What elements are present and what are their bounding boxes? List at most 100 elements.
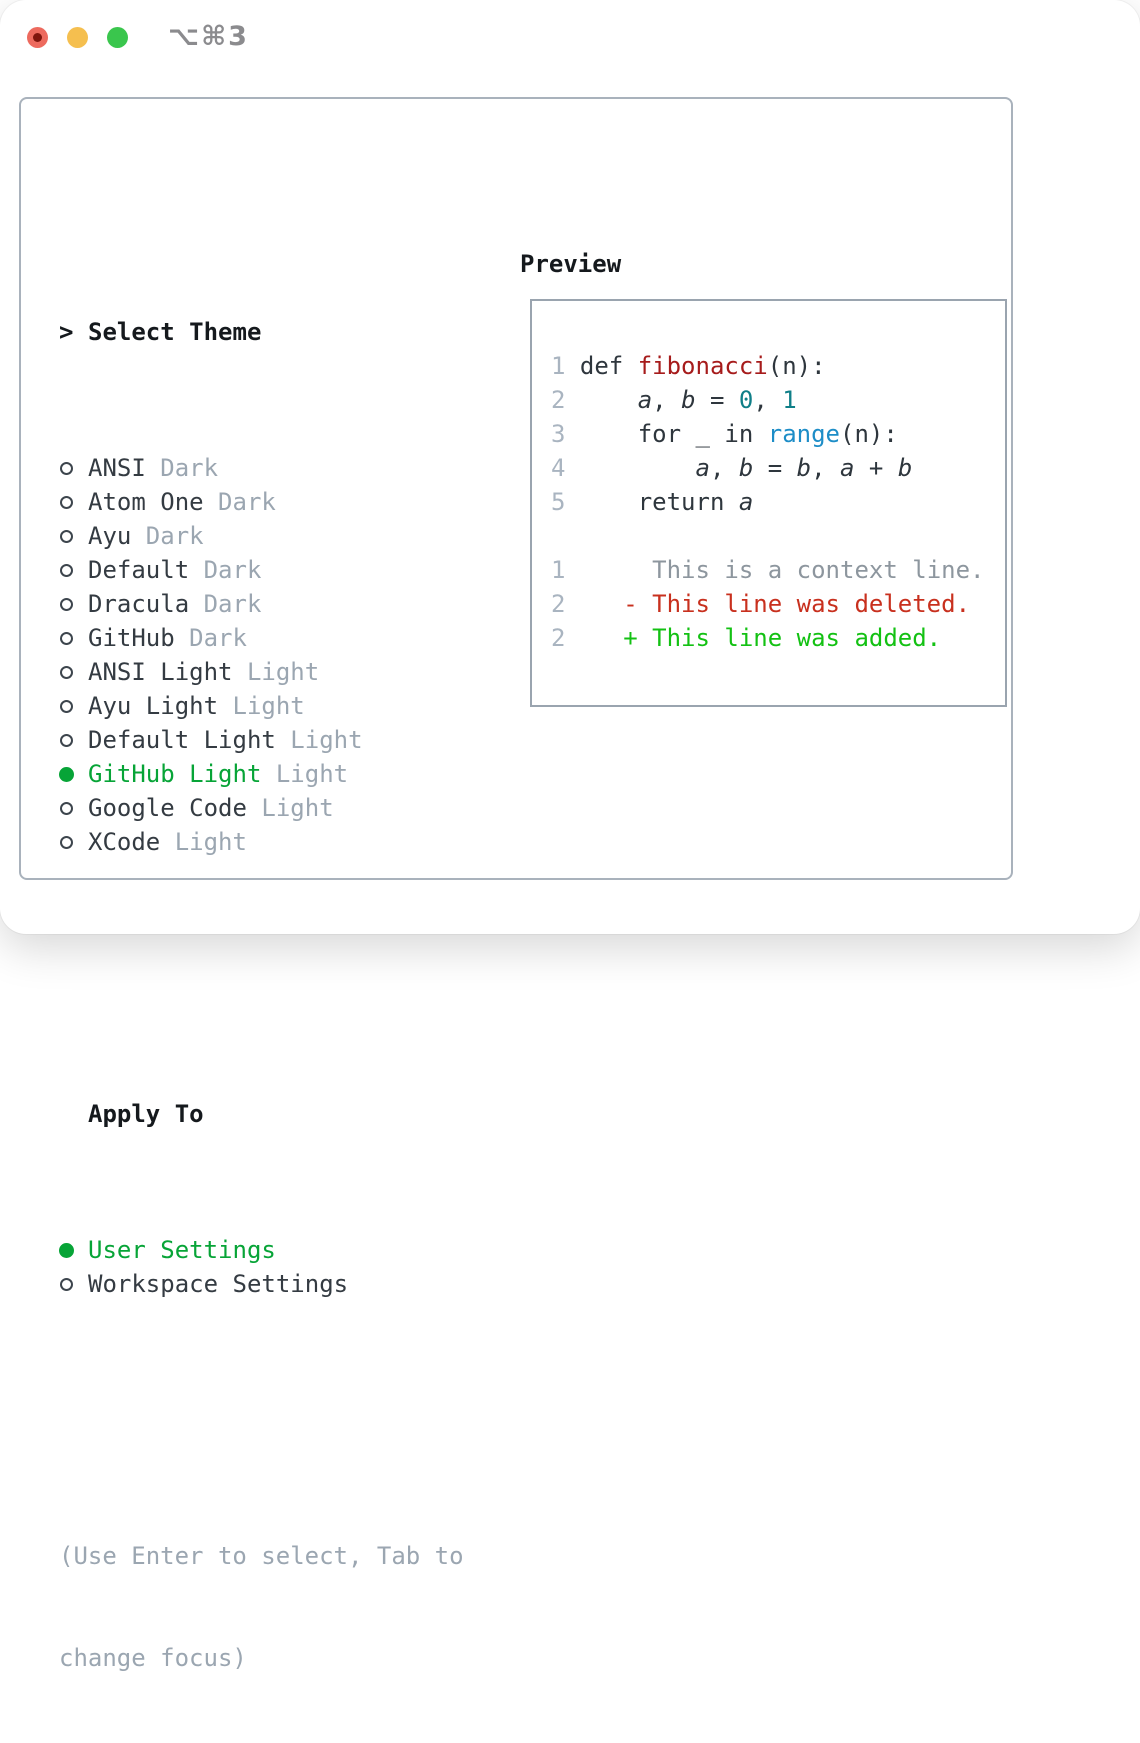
item-label: User Settings: [88, 1236, 276, 1264]
open-circle-icon: [60, 461, 73, 475]
item-label: Google Code: [88, 794, 247, 822]
code-line: 2 a, b = 0, 1: [551, 383, 985, 417]
code-token-n: 1: [782, 386, 797, 414]
item-variant-label: Dark: [131, 522, 204, 550]
code-token-f: fibonacci: [637, 352, 768, 380]
apply-option-user-settings[interactable]: User Settings: [59, 1233, 464, 1267]
theme-option-default-light[interactable]: Default Light Light: [59, 723, 464, 757]
radio-unselected-icon: [59, 597, 88, 611]
code-line: 1 def fibonacci(n):: [551, 349, 985, 383]
code-line: 2 + This line was added.: [551, 621, 985, 655]
radio-unselected-icon: [59, 835, 88, 849]
item-variant-label: Dark: [189, 556, 262, 584]
code-line: 5 return a: [551, 485, 985, 519]
radio-selected-icon: [59, 766, 88, 782]
item-variant-label: Light: [160, 828, 247, 856]
filled-circle-icon: [59, 766, 74, 782]
item-label: Dracula: [88, 590, 190, 618]
item-variant-label: Light: [218, 692, 305, 720]
item-variant-label: Dark: [145, 454, 219, 482]
code-token-p: [580, 386, 638, 414]
item-variant-label: Dark: [203, 488, 276, 516]
radio-unselected-icon: [59, 801, 88, 815]
code-token-v: a: [840, 454, 855, 482]
open-circle-icon: [60, 563, 73, 577]
code-token-p: for _ in: [579, 420, 768, 448]
code-line: 3 for _ in range(n):: [551, 417, 985, 451]
theme-option-google-code[interactable]: Google Code Light: [59, 791, 464, 825]
open-circle-icon: [60, 801, 73, 815]
theme-option-github-light[interactable]: GitHub Light Light: [59, 757, 464, 791]
item-variant-label: Light: [246, 794, 334, 822]
open-circle-icon: [60, 495, 73, 509]
theme-option-ansi-light[interactable]: ANSI Light Light: [59, 655, 464, 689]
code-token-p: ,: [709, 454, 739, 482]
radio-unselected-icon: [59, 529, 88, 543]
code-token-p: ,: [652, 386, 682, 414]
item-label: Workspace Settings: [88, 1270, 349, 1298]
item-label: Default: [88, 556, 190, 584]
selection-prompt: >: [59, 318, 74, 346]
code-line: 2 - This line was deleted.: [551, 587, 985, 621]
code-token-p: [565, 590, 623, 618]
filled-circle-icon: [59, 1242, 74, 1258]
code-token-p: =: [695, 386, 739, 414]
spacer: [59, 1403, 464, 1437]
theme-option-ansi[interactable]: ANSI Dark: [59, 451, 464, 485]
code-token-v: b: [738, 454, 754, 482]
code-token-ln: 3: [551, 420, 580, 448]
item-variant-label: Dark: [174, 624, 247, 652]
code-token-p: ,: [811, 454, 841, 482]
code-token-p: =: [753, 454, 797, 482]
code-token-ln: 2: [551, 590, 566, 618]
zoom-button-icon[interactable]: [107, 27, 128, 48]
code-token-p: +: [854, 454, 898, 482]
window-title: ⌥⌘3: [168, 21, 249, 52]
open-circle-icon: [60, 631, 73, 645]
item-label: GitHub Light: [88, 760, 262, 788]
open-circle-icon: [60, 665, 73, 679]
code-token-p: [580, 454, 696, 482]
item-variant-label: Light: [275, 726, 363, 754]
open-circle-icon: [60, 529, 73, 543]
radio-unselected-icon: [59, 733, 88, 747]
theme-option-ayu[interactable]: Ayu Dark: [59, 519, 464, 553]
theme-option-atom-one[interactable]: Atom One Dark: [59, 485, 464, 519]
item-label: GitHub: [88, 624, 175, 652]
code-token-v: a: [637, 386, 653, 414]
code-line: 1 This is a context line.: [551, 553, 985, 587]
theme-option-default[interactable]: Default Dark: [59, 553, 464, 587]
apply-to-header: Apply To: [59, 1097, 464, 1131]
item-label: Atom One: [88, 488, 204, 516]
spacer: [59, 961, 464, 995]
traffic-lights: [27, 27, 128, 48]
close-button-icon[interactable]: [27, 27, 48, 48]
radio-unselected-icon: [59, 1277, 88, 1291]
radio-unselected-icon: [59, 665, 88, 679]
code-token-p: ,: [753, 386, 783, 414]
item-variant-label: Light: [232, 658, 320, 686]
code-token-p: def: [579, 352, 638, 380]
code-token-p: [565, 624, 623, 652]
code-token-ln: 1: [551, 556, 566, 584]
minimize-button-icon[interactable]: [67, 27, 88, 48]
item-label: Default Light: [88, 726, 276, 754]
theme-list-header: > Select Theme: [59, 315, 464, 349]
code-token-n: 0: [738, 386, 754, 414]
item-label: ANSI Light: [88, 658, 233, 686]
theme-option-github[interactable]: GitHub Dark: [59, 621, 464, 655]
open-circle-icon: [60, 699, 73, 713]
item-label: ANSI: [88, 454, 146, 482]
apply-option-workspace-settings[interactable]: Workspace Settings: [59, 1267, 464, 1301]
theme-option-xcode[interactable]: XCode Light: [59, 825, 464, 859]
code-token-p: return: [579, 488, 739, 516]
theme-option-dracula[interactable]: Dracula Dark: [59, 587, 464, 621]
radio-unselected-icon: [59, 461, 88, 475]
radio-unselected-icon: [59, 563, 88, 577]
theme-option-ayu-light[interactable]: Ayu Light Light: [59, 689, 464, 723]
